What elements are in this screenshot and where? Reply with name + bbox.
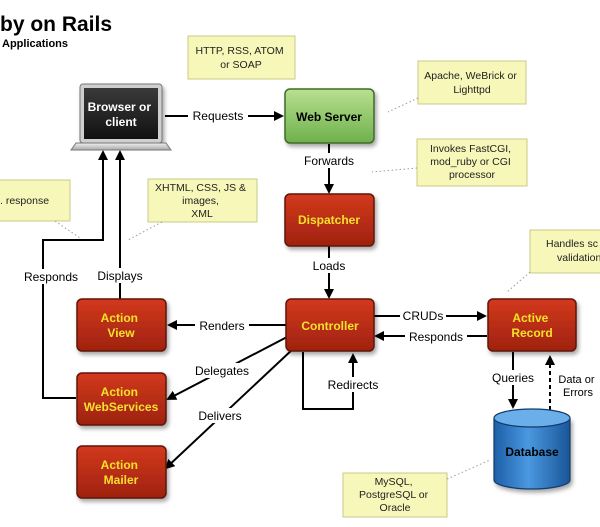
node-action-webservices: Action WebServices: [76, 372, 167, 426]
diagram-subtitle: Applications: [2, 38, 68, 50]
database-icon: [493, 418, 571, 490]
label-requests: Requests: [193, 109, 244, 123]
node-dispatcher: Dispatcher: [284, 193, 375, 247]
note-validation: Handles sc validation: [529, 229, 600, 274]
label-cruds: CRUDs: [403, 309, 444, 323]
svg-text:MySQL, PostgreSQL or: MySQL, PostgreSQL or Oracle: [359, 476, 431, 514]
node-controller: Controller: [285, 298, 375, 352]
note-fastcgi: Invokes FastCGI, mod_ruby or CGI process…: [416, 138, 528, 187]
label-loads: Loads: [313, 259, 346, 273]
svg-text:Action Mailer: Action Mailer: [101, 458, 142, 487]
node-database: Database: [493, 408, 571, 490]
label-responds-browser: Responds: [24, 270, 78, 284]
node-browser-laptop: Browser or client: [70, 83, 172, 151]
svg-text:Handles sc validation: Handles sc validation: [546, 238, 600, 264]
note-databases: MySQL, PostgreSQL or Oracle: [342, 472, 448, 518]
edge-labels: Requests Forwards Loads Renders CRUDs Re…: [22, 108, 600, 423]
label-displays: Displays: [97, 269, 142, 283]
label-forwards: Forwards: [304, 154, 354, 168]
svg-text:XHTML, CSS, JS & images,: XHTML, CSS, JS & images, XML: [155, 182, 249, 220]
svg-text:. response: . response: [0, 195, 49, 207]
node-web-server: Web Server: [284, 88, 375, 144]
node-action-view: Action View: [76, 298, 167, 352]
label-responds-active-record: Responds: [409, 330, 463, 344]
note-response: . response: [0, 179, 71, 222]
svg-text:Database: Database: [505, 445, 559, 459]
svg-text:Invokes FastCGI, mod_rub: Invokes FastCGI, mod_ruby or CGI process…: [430, 143, 514, 181]
edge-responds-left: [42, 150, 108, 399]
svg-text:Browser or client: Browser or client: [88, 100, 155, 129]
svg-text:Action View: Action View: [101, 311, 142, 340]
svg-text:Web Server: Web Server: [296, 110, 362, 124]
label-redirects: Redirects: [328, 378, 379, 392]
label-delivers: Delivers: [198, 409, 241, 423]
note-http-formats: HTTP, RSS, ATOM or SOAP: [187, 35, 296, 80]
note-leader-lines: [54, 97, 531, 480]
note-xhtml-formats: XHTML, CSS, JS & images, XML: [147, 178, 258, 223]
diagram-title: by on Rails: [0, 13, 112, 36]
svg-text:Apache, WeBrick or Light: Apache, WeBrick or Lighttpd: [424, 70, 520, 96]
svg-text:Controller: Controller: [301, 319, 359, 333]
node-active-record: Active Record: [487, 298, 577, 352]
label-queries: Queries: [492, 371, 534, 385]
label-data-or-errors: Data or Errors: [558, 374, 597, 399]
svg-text:Dispatcher: Dispatcher: [298, 213, 360, 227]
svg-text:Active Record: Active Record: [511, 311, 552, 340]
svg-text:HTTP, RSS, ATOM or SOAP: HTTP, RSS, ATOM or SOAP: [195, 45, 286, 71]
label-delegates: Delegates: [195, 364, 249, 378]
svg-text:Action WebServices: Action WebServices: [84, 385, 159, 414]
note-web-server-types: Apache, WeBrick or Lighttpd: [417, 60, 527, 105]
label-renders: Renders: [199, 319, 244, 333]
node-action-mailer: Action Mailer: [76, 445, 167, 499]
